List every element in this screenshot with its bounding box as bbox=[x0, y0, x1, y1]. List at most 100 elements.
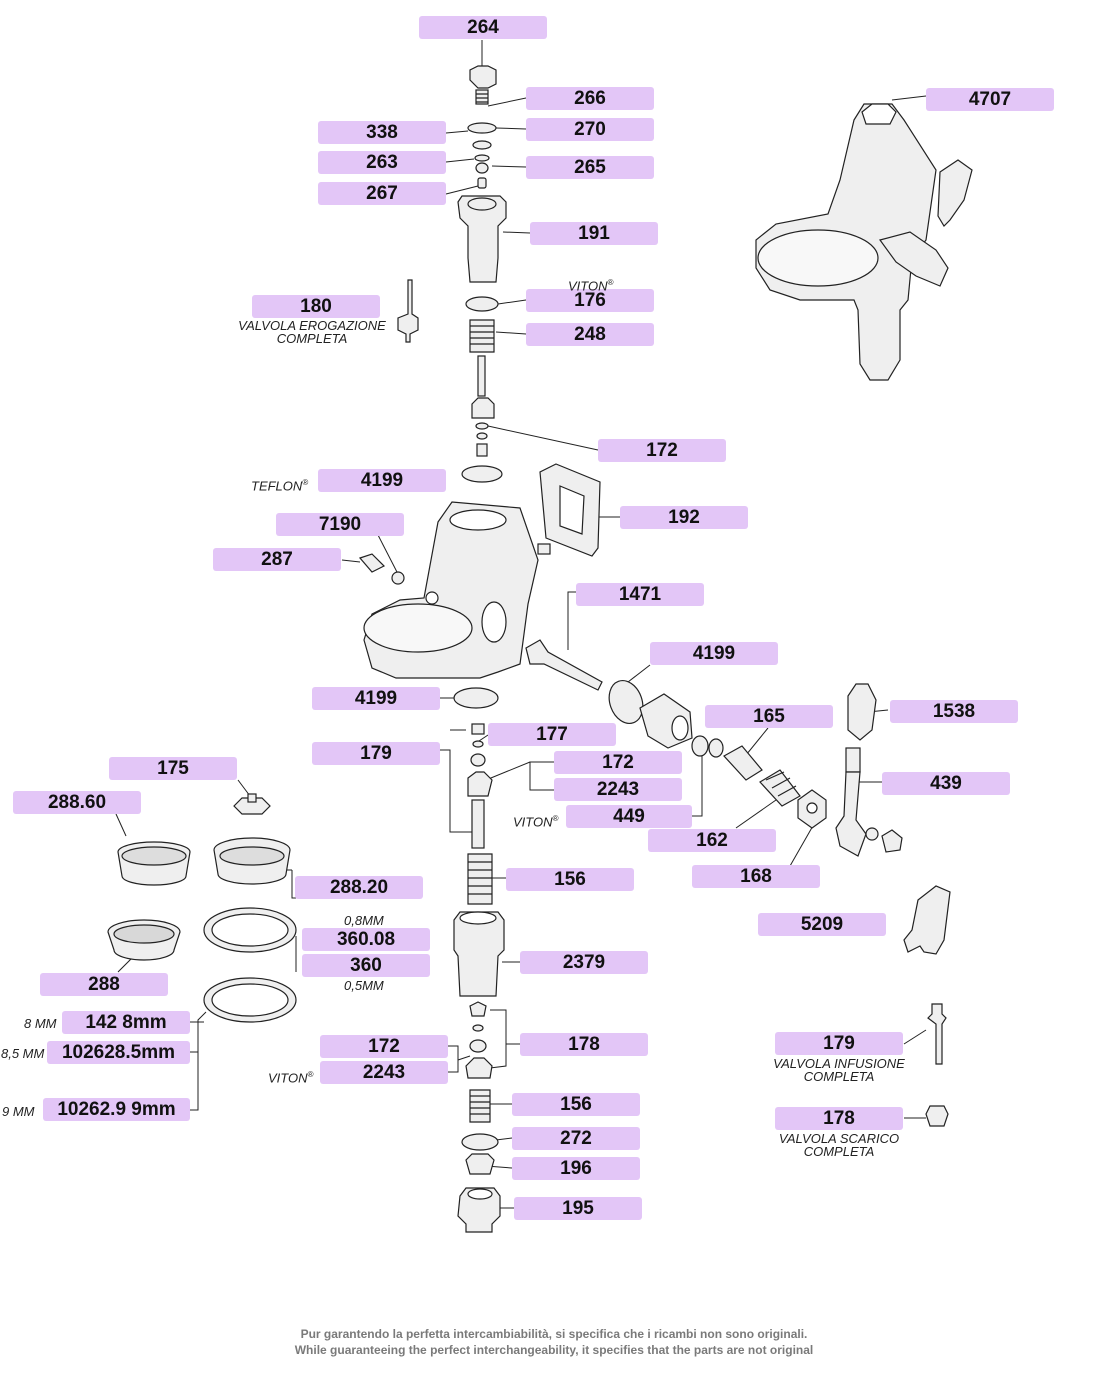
part-156-spring-top bbox=[467, 853, 493, 905]
leader-line bbox=[341, 559, 361, 563]
part-439-lever-arm bbox=[845, 747, 861, 773]
valvola-infusione-note: VALVOLA INFUSIONE COMPLETA bbox=[755, 1057, 923, 1083]
leader-line bbox=[489, 1044, 507, 1069]
part-label-176[interactable]: 176 bbox=[526, 289, 654, 312]
part-label-178-a[interactable]: 178 bbox=[520, 1033, 648, 1056]
leader-line bbox=[485, 761, 531, 781]
part-stem bbox=[477, 355, 486, 397]
leader-line bbox=[903, 1029, 927, 1045]
leader-line bbox=[115, 813, 127, 837]
part-label-7190[interactable]: 7190 bbox=[276, 513, 404, 536]
part-label-266[interactable]: 266 bbox=[526, 87, 654, 110]
part-label-288[interactable]: 288 bbox=[40, 973, 168, 996]
leader-line bbox=[487, 97, 527, 107]
disclaimer-english: While guaranteeing the perfect interchan… bbox=[294, 1343, 814, 1357]
part-label-179-a[interactable]: 179 bbox=[312, 742, 440, 765]
leader-line bbox=[491, 165, 527, 168]
part-label-4199-a[interactable]: 4199 bbox=[318, 469, 446, 492]
part-label-360-08[interactable]: 360.08 bbox=[302, 928, 430, 951]
leader-line bbox=[502, 231, 531, 234]
part-265-cap bbox=[475, 162, 489, 174]
part-label-180[interactable]: 180 bbox=[252, 295, 380, 318]
part-label-175[interactable]: 175 bbox=[109, 757, 237, 780]
part-label-142-8mm[interactable]: 142 8mm bbox=[62, 1011, 190, 1034]
part-label-288-20[interactable]: 288.20 bbox=[295, 876, 423, 899]
part-172-seal-low bbox=[469, 1039, 487, 1053]
part-196-cap bbox=[465, 1153, 495, 1175]
part-label-265[interactable]: 265 bbox=[526, 156, 654, 179]
leader-line bbox=[440, 749, 472, 833]
part-label-248[interactable]: 248 bbox=[526, 323, 654, 346]
valvola-erogazione-line1: VALVOLA EROGAZIONE bbox=[238, 318, 386, 333]
part-label-263[interactable]: 263 bbox=[318, 151, 446, 174]
part-1538-knob bbox=[847, 683, 877, 741]
part-2379-body bbox=[453, 911, 505, 997]
part-272-ring bbox=[461, 1133, 499, 1151]
leader-line bbox=[495, 331, 527, 335]
part-label-177[interactable]: 177 bbox=[488, 723, 616, 746]
part-label-102628-5mm[interactable]: 102628.5mm bbox=[47, 1041, 190, 1064]
part-156-spring-low bbox=[469, 1089, 491, 1123]
part-label-2243-b[interactable]: 2243 bbox=[320, 1061, 448, 1084]
valvola-infusione-line1: VALVOLA INFUSIONE bbox=[773, 1056, 905, 1071]
part-338-ring bbox=[472, 140, 492, 150]
part-191-body bbox=[457, 195, 507, 283]
part-label-10262-9-9mm[interactable]: 10262.9 9mm bbox=[43, 1098, 190, 1121]
part-label-179-b[interactable]: 179 bbox=[775, 1032, 903, 1055]
part-179-rod bbox=[471, 799, 485, 849]
part-label-360[interactable]: 360 bbox=[302, 954, 430, 977]
part-label-5209[interactable]: 5209 bbox=[758, 913, 886, 936]
part-label-270[interactable]: 270 bbox=[526, 118, 654, 141]
part-7190-washer bbox=[391, 571, 405, 585]
part-label-191[interactable]: 191 bbox=[530, 222, 658, 245]
part-label-338[interactable]: 338 bbox=[318, 121, 446, 144]
part-label-1471[interactable]: 1471 bbox=[576, 583, 704, 606]
part-label-196[interactable]: 196 bbox=[512, 1157, 640, 1180]
part-177-cap bbox=[471, 723, 485, 735]
part-label-162[interactable]: 162 bbox=[648, 829, 776, 852]
part-label-2379[interactable]: 2379 bbox=[520, 951, 648, 974]
part-label-272[interactable]: 272 bbox=[512, 1127, 640, 1150]
part-label-156-b[interactable]: 156 bbox=[512, 1093, 640, 1116]
part-label-439[interactable]: 439 bbox=[882, 772, 1010, 795]
leader-line bbox=[237, 779, 251, 797]
part-label-156-a[interactable]: 156 bbox=[506, 868, 634, 891]
leader-line bbox=[490, 1009, 520, 1045]
part-label-1538[interactable]: 1538 bbox=[890, 700, 1018, 723]
part-label-165[interactable]: 165 bbox=[705, 705, 833, 728]
part-label-195[interactable]: 195 bbox=[514, 1197, 642, 1220]
part-label-4199-b[interactable]: 4199 bbox=[650, 642, 778, 665]
part-label-172-a[interactable]: 172 bbox=[598, 439, 726, 462]
part-label-449[interactable]: 449 bbox=[566, 805, 692, 828]
leader-line bbox=[117, 957, 133, 973]
part-label-4707[interactable]: 4707 bbox=[926, 88, 1054, 111]
size-8mm: 8 MM bbox=[24, 1016, 57, 1031]
part-label-172-b[interactable]: 172 bbox=[554, 751, 682, 774]
leader-line bbox=[567, 591, 576, 650]
part-label-2243-a[interactable]: 2243 bbox=[554, 778, 682, 801]
part-label-192[interactable]: 192 bbox=[620, 506, 748, 529]
part-178-drain-valve bbox=[925, 1105, 949, 1127]
part-162-spring bbox=[759, 769, 801, 807]
viton-note-176: VITON® bbox=[568, 278, 614, 294]
part-label-264[interactable]: 264 bbox=[419, 16, 547, 39]
viton-note-449: VITON® bbox=[513, 814, 559, 830]
part-label-4199-c[interactable]: 4199 bbox=[312, 687, 440, 710]
leader-line bbox=[692, 752, 703, 817]
part-label-172-c[interactable]: 172 bbox=[320, 1035, 448, 1058]
part-195-nut bbox=[457, 1187, 501, 1233]
thickness-0-5mm: 0,5MM bbox=[344, 978, 384, 993]
leader-line bbox=[448, 1045, 459, 1073]
part-5209-switch bbox=[903, 885, 951, 955]
part-label-178-b[interactable]: 178 bbox=[775, 1107, 903, 1130]
part-label-267[interactable]: 267 bbox=[318, 182, 446, 205]
viton-note-2243: VITON® bbox=[268, 1070, 314, 1086]
part-label-288-60[interactable]: 288.60 bbox=[13, 791, 141, 814]
leader-line bbox=[377, 534, 399, 575]
part-263-disc bbox=[474, 154, 490, 162]
part-label-287[interactable]: 287 bbox=[213, 548, 341, 571]
part-label-168[interactable]: 168 bbox=[692, 865, 820, 888]
part-248-spring bbox=[469, 319, 495, 353]
part-165-bush bbox=[723, 745, 763, 781]
